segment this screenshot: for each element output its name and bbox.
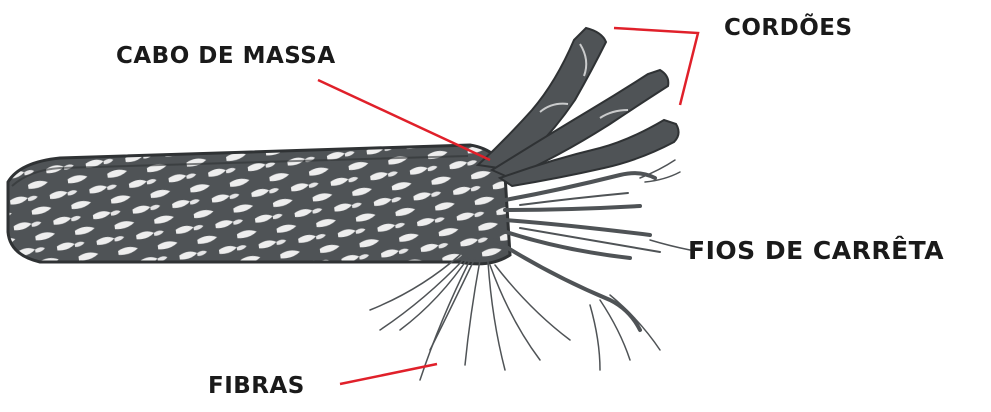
yarns	[495, 173, 660, 330]
strands	[478, 28, 679, 186]
rope-body	[8, 145, 510, 264]
label-fibras: FIBRAS	[208, 375, 305, 398]
label-fios-de-carreta: FIOS DE CARRÊTA	[688, 238, 944, 263]
label-cordoes: CORDÕES	[724, 17, 853, 40]
label-cabo-de-massa: CABO DE MASSA	[116, 45, 336, 68]
